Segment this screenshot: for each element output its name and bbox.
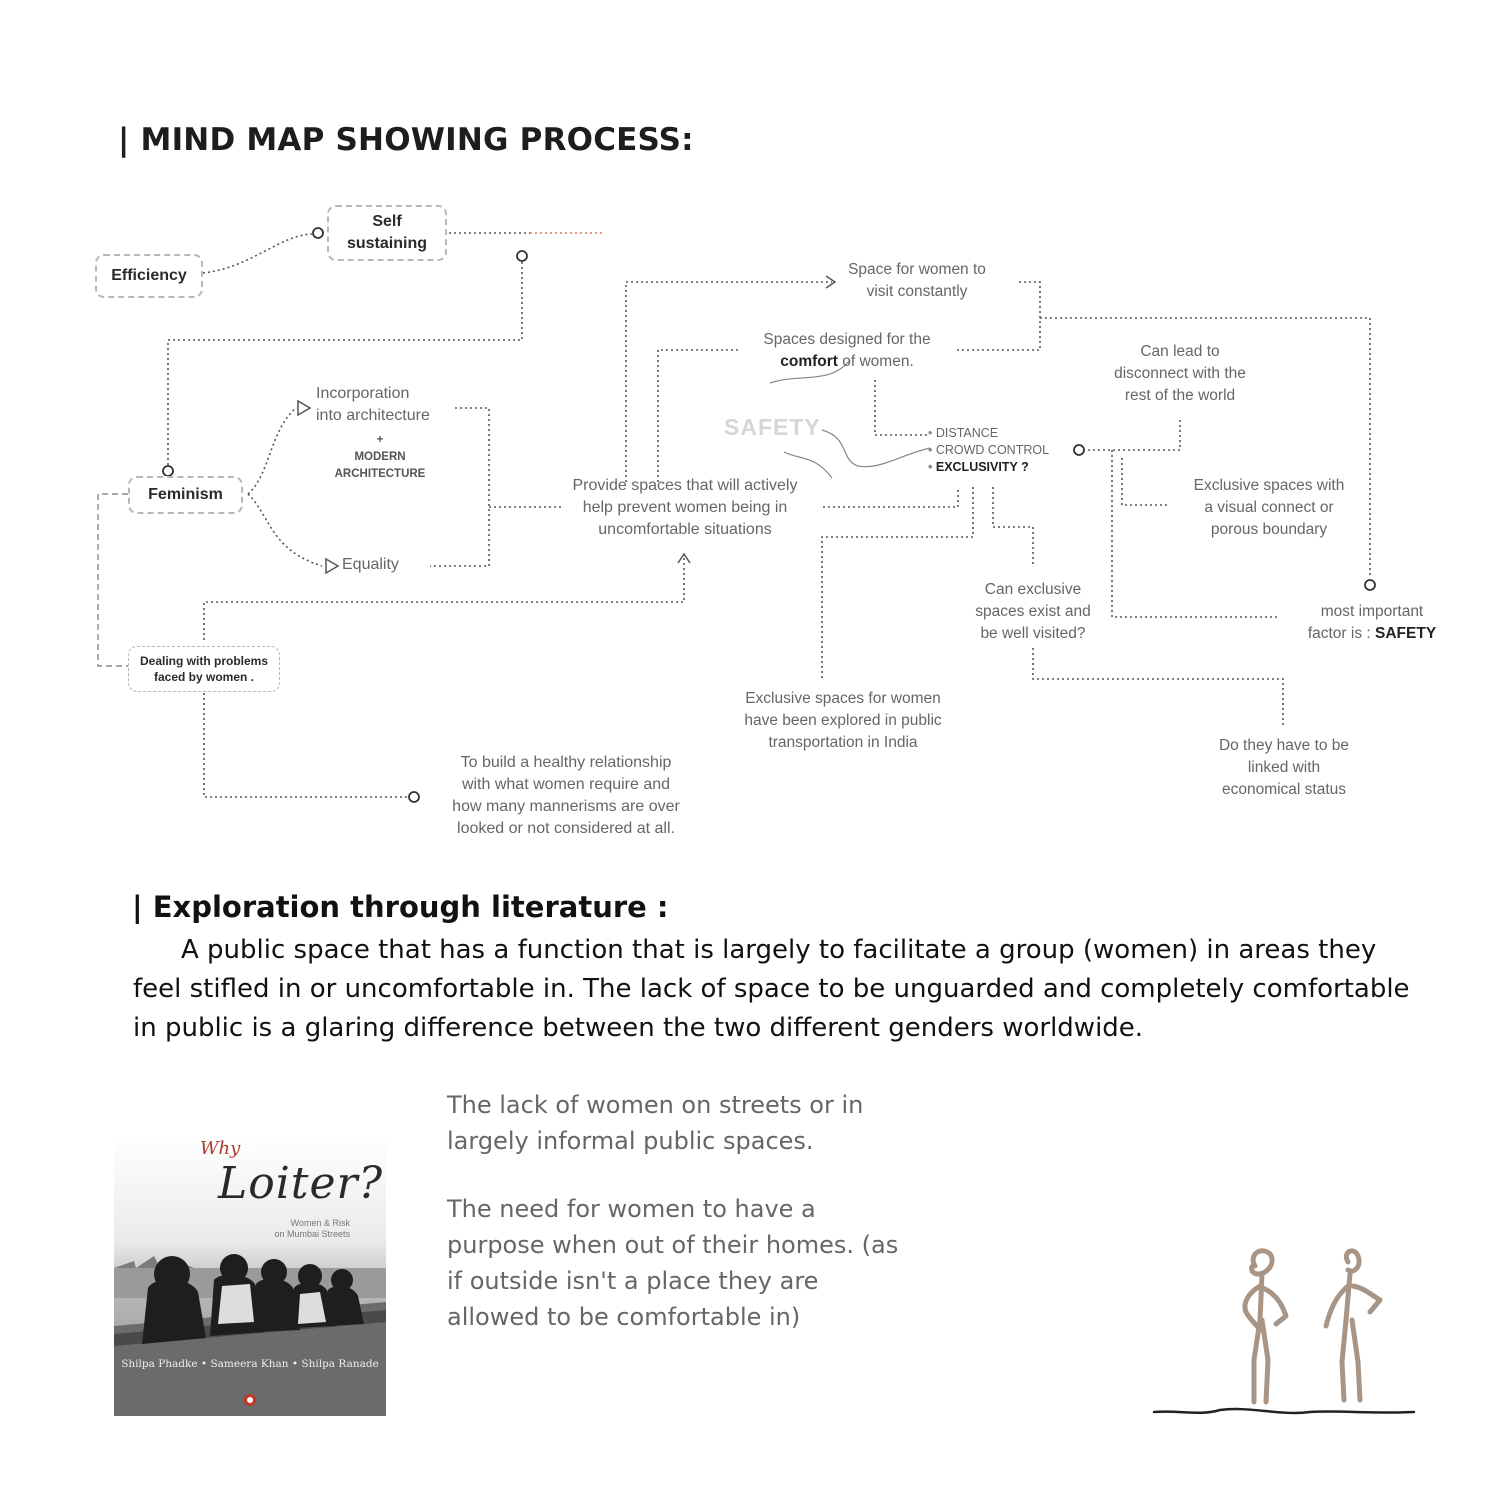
link-feminism-equality [247, 493, 323, 567]
node-self-line1: Self [372, 213, 402, 230]
node-provide: Provide spaces that will actively help p… [546, 475, 824, 541]
quote-1: The lack of women on streets or in large… [447, 1091, 864, 1155]
node-self-sustaining: Self sustaining [327, 205, 447, 261]
important-bold: SAFETY [1375, 625, 1437, 642]
space-visit-line2: visit constantly [866, 283, 968, 300]
node-space-visit: Space for women to visit constantly [812, 259, 1022, 303]
page-heading: | MIND MAP SHOWING PROCESS: [118, 122, 694, 158]
node-incorporation: Incorporation into architecture [316, 383, 456, 427]
healthy-line3: how many mannerisms are over [452, 798, 680, 815]
book-cover-art [114, 1096, 386, 1416]
modern-line1: MODERN [354, 451, 406, 463]
book-authors: Shilpa Phadke • Sameera Khan • Shilpa Ra… [121, 1358, 379, 1370]
modern-plus: + [376, 434, 384, 446]
literature-paragraph: A public space that has a function that … [133, 935, 1410, 1043]
healthy-line2: with what women require and [461, 776, 671, 793]
node-dealing: Dealing with problems faced by women . [128, 646, 280, 692]
book-subtitle-line1: Women & Risk [290, 1218, 350, 1228]
important-line1: most important [1320, 603, 1424, 620]
bullet-exclusivity: EXCLUSIVITY ? [928, 459, 1049, 476]
book-subtitle-line2: on Mumbai Streets [274, 1229, 350, 1239]
quote-2: The need for women to have a purpose whe… [447, 1195, 899, 1331]
figures-sketch-icon [1152, 1248, 1416, 1415]
comfort-line1: Spaces designed for the [763, 331, 931, 348]
comfort-line2: comfort of women. [738, 351, 956, 373]
node-efficiency-label: Efficiency [111, 267, 187, 284]
link-self-feminism [167, 262, 523, 466]
book-title: Loiter? [218, 1158, 384, 1209]
node-dealing-line1: Dealing with problems [139, 654, 268, 668]
node-exclusive-visual: Exclusive spaces with a visual connect o… [1170, 475, 1368, 541]
book-title-small: Why [200, 1138, 241, 1159]
disconnect-line1: Can lead to [1140, 343, 1220, 360]
comfort-bold: comfort [780, 353, 838, 370]
provide-line2: help prevent women being in [582, 499, 788, 516]
node-feminism-label: Feminism [148, 486, 223, 503]
node-feminism: Feminism [128, 476, 243, 514]
economic-line2: linked with [1247, 759, 1321, 776]
healthy-line1: To build a healthy relationship [460, 754, 672, 771]
comfort-rest: of women. [837, 353, 914, 370]
node-healthy-relationship: To build a healthy relationship with wha… [422, 752, 710, 840]
node-efficiency: Efficiency [95, 254, 203, 298]
node-comfort: Spaces designed for the comfort of women… [738, 329, 956, 373]
healthy-line4: looked or not considered at all. [457, 820, 675, 837]
link-efficiency-self [202, 233, 313, 274]
transport-line3: transportation in India [768, 734, 918, 751]
can-exclusive-line2: spaces exist and [975, 603, 1091, 620]
bullet-distance: DISTANCE [928, 425, 1049, 442]
can-exclusive-line3: be well visited? [980, 625, 1086, 642]
disconnect-line2: disconnect with the [1114, 365, 1246, 382]
provide-line3: uncomfortable situations [598, 521, 772, 538]
node-bullets: DISTANCE CROWD CONTROL EXCLUSIVITY ? [928, 425, 1049, 476]
node-can-exclusive: Can exclusive spaces exist and be well v… [953, 579, 1113, 645]
link-dealing-provide [203, 556, 685, 640]
exclusive-visual-line2: a visual connect or [1204, 499, 1334, 516]
node-disconnect: Can lead to disconnect with the rest of … [1092, 341, 1268, 407]
node-self-line2: sustaining [346, 235, 427, 252]
provide-line1: Provide spaces that will actively [572, 477, 798, 494]
disconnect-line3: rest of the world [1124, 387, 1236, 404]
link-incorp-equality [430, 407, 490, 567]
can-exclusive-line1: Can exclusive [984, 581, 1082, 598]
link-feminism-incorporation [247, 407, 297, 495]
book-cover: Why Loiter? Women & Risk on Mumbai Stree… [114, 1096, 386, 1416]
important-prefix: factor is : [1307, 625, 1376, 642]
link-dealing-healthy [203, 693, 408, 798]
economic-line3: economical status [1221, 781, 1347, 798]
bullet-crowd-control: CROWD CONTROL [928, 442, 1049, 459]
important-line2: factor is : SAFETY [1286, 623, 1458, 645]
space-visit-line1: Space for women to [848, 261, 986, 278]
node-modern-architecture: + MODERN ARCHITECTURE [320, 432, 440, 483]
node-transport: Exclusive spaces for women have been exp… [718, 688, 968, 754]
transport-line1: Exclusive spaces for women [745, 690, 941, 707]
exclusive-visual-line3: porous boundary [1210, 521, 1328, 538]
modern-line2: ARCHITECTURE [334, 468, 426, 480]
node-equality: Equality [342, 556, 399, 573]
literature-heading: | Exploration through literature : [132, 890, 669, 924]
safety-label: SAFETY [724, 414, 821, 440]
node-dealing-line2: faced by women . [153, 670, 255, 684]
incorporation-line2: into architecture [316, 407, 430, 424]
incorporation-line1: Incorporation [316, 385, 410, 402]
node-economic: Do they have to be linked with economica… [1196, 735, 1372, 801]
transport-line2: have been explored in public [744, 712, 942, 729]
economic-line1: Do they have to be [1218, 737, 1350, 754]
book-subtitle: Women & Risk on Mumbai Streets [230, 1218, 350, 1240]
node-most-important: most important factor is : SAFETY [1286, 601, 1458, 645]
exclusive-visual-line1: Exclusive spaces with [1193, 477, 1345, 494]
